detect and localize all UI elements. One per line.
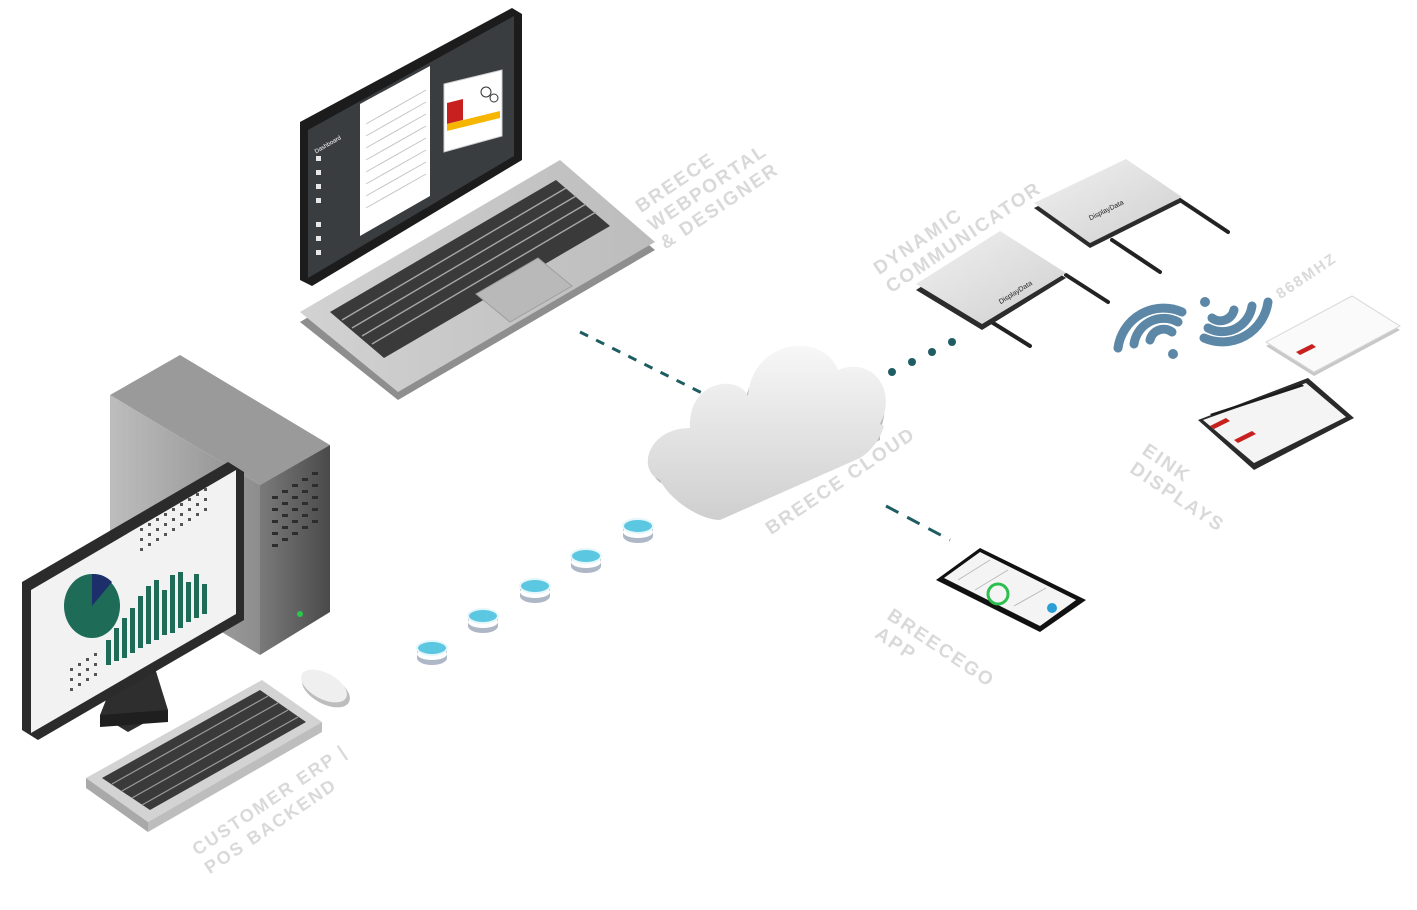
desktop-keyboard [86, 680, 322, 832]
pie-chart-icon [64, 573, 120, 638]
eink-display-large [1198, 378, 1354, 470]
desktop-mouse [301, 669, 350, 708]
communicator-device-back [1034, 159, 1230, 274]
laptop-sidebar [316, 156, 321, 255]
connector-laptop-cloud [579, 330, 713, 400]
bar-chart-icon [106, 572, 207, 665]
communicator-device-front [916, 231, 1110, 348]
laptop [300, 8, 655, 400]
breecego-phone [936, 548, 1086, 632]
database-icon [416, 518, 654, 665]
wifi-icon [1113, 297, 1273, 359]
desktop-monitor [22, 462, 244, 740]
eink-display-small [1265, 295, 1401, 376]
connector-cloud-app [885, 504, 951, 542]
connector-cloud-communicator [888, 338, 956, 376]
cloud-icon [647, 345, 886, 520]
